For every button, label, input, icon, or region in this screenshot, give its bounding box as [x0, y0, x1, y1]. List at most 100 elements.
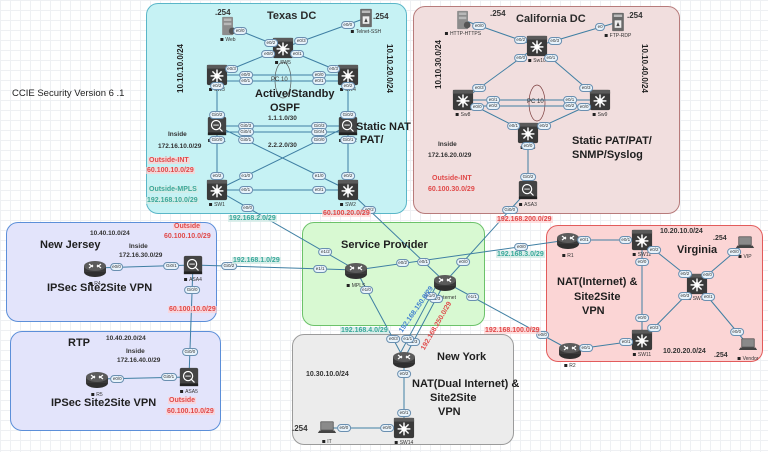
rtp-inside-net: 172.16.40.0/29	[117, 357, 161, 364]
device-sw13-switch-icon[interactable]	[686, 273, 708, 295]
device-vip-laptop-icon[interactable]	[735, 233, 755, 253]
device-asa1-firewall-icon[interactable]	[206, 115, 228, 137]
va-title: Virginia	[677, 244, 718, 256]
device-asa4-firewall-icon[interactable]	[182, 254, 204, 276]
device-sw5-switch-icon[interactable]	[272, 37, 294, 59]
device-label-internet: Internet	[434, 295, 456, 301]
device-label-telnet: Telnet-SSH	[351, 29, 381, 35]
device-it-laptop-icon[interactable]	[317, 418, 337, 438]
interface-label: e0/2	[395, 259, 410, 268]
device-sw14-switch-icon[interactable]	[393, 417, 415, 439]
texas-web-ip: .254	[215, 8, 231, 17]
device-sw8-switch-icon[interactable]	[452, 89, 474, 111]
nj-title: New Jersey	[40, 239, 101, 251]
interface-label: e0/0	[337, 424, 351, 432]
interface-label: e0/0	[233, 26, 247, 35]
interface-label: e1/0	[312, 171, 327, 180]
interface-label: Gi0/2	[209, 110, 225, 119]
interface-label: e0/1	[290, 49, 305, 58]
sp-title: Service Provider	[341, 239, 428, 251]
device-sw3-switch-icon[interactable]	[206, 64, 228, 86]
interface-label: e0/0	[513, 53, 528, 62]
device-http-server-icon[interactable]	[453, 10, 473, 30]
device-label-asa4: ASA4	[184, 277, 202, 283]
device-sw12-switch-icon[interactable]	[631, 229, 653, 251]
interface-label: Gi0/4	[311, 128, 328, 136]
device-r2-router-icon[interactable]	[558, 338, 582, 362]
interface-label: e1/0	[238, 171, 253, 180]
ny-nat-label-2: Site2Site	[430, 392, 477, 404]
interface-label: Gi0/4	[237, 128, 254, 136]
interface-label: e0/1	[618, 236, 633, 244]
link-asa4-mpls	[192, 264, 357, 271]
va-subnet-top: 10.20.10.0/24	[660, 228, 703, 235]
device-r5-router-icon[interactable]	[85, 367, 109, 391]
interface-label: Gi0/0	[181, 348, 198, 357]
device-r4-router-icon[interactable]	[83, 256, 107, 280]
link-mpls-r1	[355, 239, 569, 271]
interface-label: Gi0/0	[184, 285, 200, 294]
interface-label: e0/0	[514, 242, 529, 251]
device-label-http: HTTP-HTTPS	[445, 31, 481, 37]
device-internet-router-icon[interactable]	[433, 270, 457, 294]
device-sw1-switch-icon[interactable]	[206, 179, 228, 201]
device-sw11-switch-icon[interactable]	[631, 329, 653, 351]
texas-title: Texas DC	[267, 10, 317, 22]
device-ftp-server2-icon[interactable]	[608, 12, 628, 32]
device-mpls-router-icon[interactable]	[344, 258, 368, 282]
device-sw9-switch-icon[interactable]	[589, 89, 611, 111]
texas-routing-label: OSPF	[270, 102, 300, 114]
link-sw1-mpls	[216, 189, 357, 271]
interface-label: e0/2	[264, 39, 278, 48]
device-sw4-switch-icon[interactable]	[337, 64, 359, 86]
device-sw10-switch-icon[interactable]	[526, 35, 548, 57]
va-nat-label-1: NAT(Internet) &	[557, 276, 638, 288]
rtp-subnet: 10.40.20.0/24	[106, 335, 146, 342]
interface-label: e0/3	[547, 36, 562, 45]
device-label-sw8: Sw8	[456, 112, 471, 118]
interface-label: Gi0/2	[340, 110, 356, 119]
interface-label: e0/2	[647, 245, 661, 254]
texas-outside-int-label: Outside-INT	[148, 157, 190, 164]
sp-net-nj: 192.168.1.0/29	[232, 257, 281, 264]
interface-label: e0/0	[635, 258, 649, 266]
interface-label: e0/1	[416, 257, 431, 266]
california-outside-int-net: 60.100.30.0/29	[428, 186, 475, 193]
interface-label: e1/1	[400, 335, 415, 344]
device-asa3-firewall-icon[interactable]	[517, 179, 539, 201]
rtp-vpn-label: IPSec Site2Site VPN	[51, 397, 157, 409]
ny-nat-label-1: NAT(Dual Internet) &	[412, 378, 520, 390]
texas-ha-label: Active/Standby	[255, 88, 335, 100]
device-label-ftp: FTP-RDP	[605, 33, 632, 39]
device-asa2-firewall-icon[interactable]	[337, 115, 359, 137]
interface-label: e0/3	[224, 65, 239, 74]
interface-label: e0/2	[397, 370, 411, 379]
nj-inside-label: Inside	[129, 243, 148, 250]
interface-label: e0/0	[535, 331, 550, 340]
device-label-r1: R1	[562, 253, 573, 259]
interface-label: e0/2	[486, 102, 501, 110]
device-sw2-switch-icon[interactable]	[337, 179, 359, 201]
interface-label: e1/0	[423, 292, 438, 301]
interface-label: e0/3	[326, 65, 341, 74]
device-r1-router-icon[interactable]	[556, 228, 580, 252]
rtp-outside-label: Outside	[168, 397, 197, 404]
device-r3-router-icon[interactable]	[392, 347, 416, 371]
california-pc-label: PC 10	[527, 99, 544, 105]
va-vip-ip: .254	[713, 235, 727, 242]
california-asa3-uplink-net: 192.168.200.0/29	[496, 216, 553, 223]
texas-subnet-right: 10.10.20.0/24	[385, 44, 394, 93]
device-sw6-switch-icon[interactable]	[517, 122, 539, 144]
interface-label: e0/2	[562, 102, 577, 110]
device-vendor-laptop-icon[interactable]	[738, 335, 758, 355]
interface-label: e0/3	[579, 84, 594, 93]
ny-subnet: 10.30.10.0/24	[306, 371, 349, 378]
rtp-outside-net: 60.100.10.0/29	[166, 408, 215, 415]
ny-title: New York	[437, 351, 487, 363]
device-asa5-firewall-icon[interactable]	[178, 366, 200, 388]
device-label-r5: R5	[91, 392, 102, 398]
california-nat-label-2: SNMP/Syslog	[572, 149, 643, 161]
interface-label: e1/2	[318, 248, 333, 257]
device-telnet-server2-icon[interactable]	[356, 8, 376, 28]
interface-label: e0/3	[678, 292, 692, 301]
